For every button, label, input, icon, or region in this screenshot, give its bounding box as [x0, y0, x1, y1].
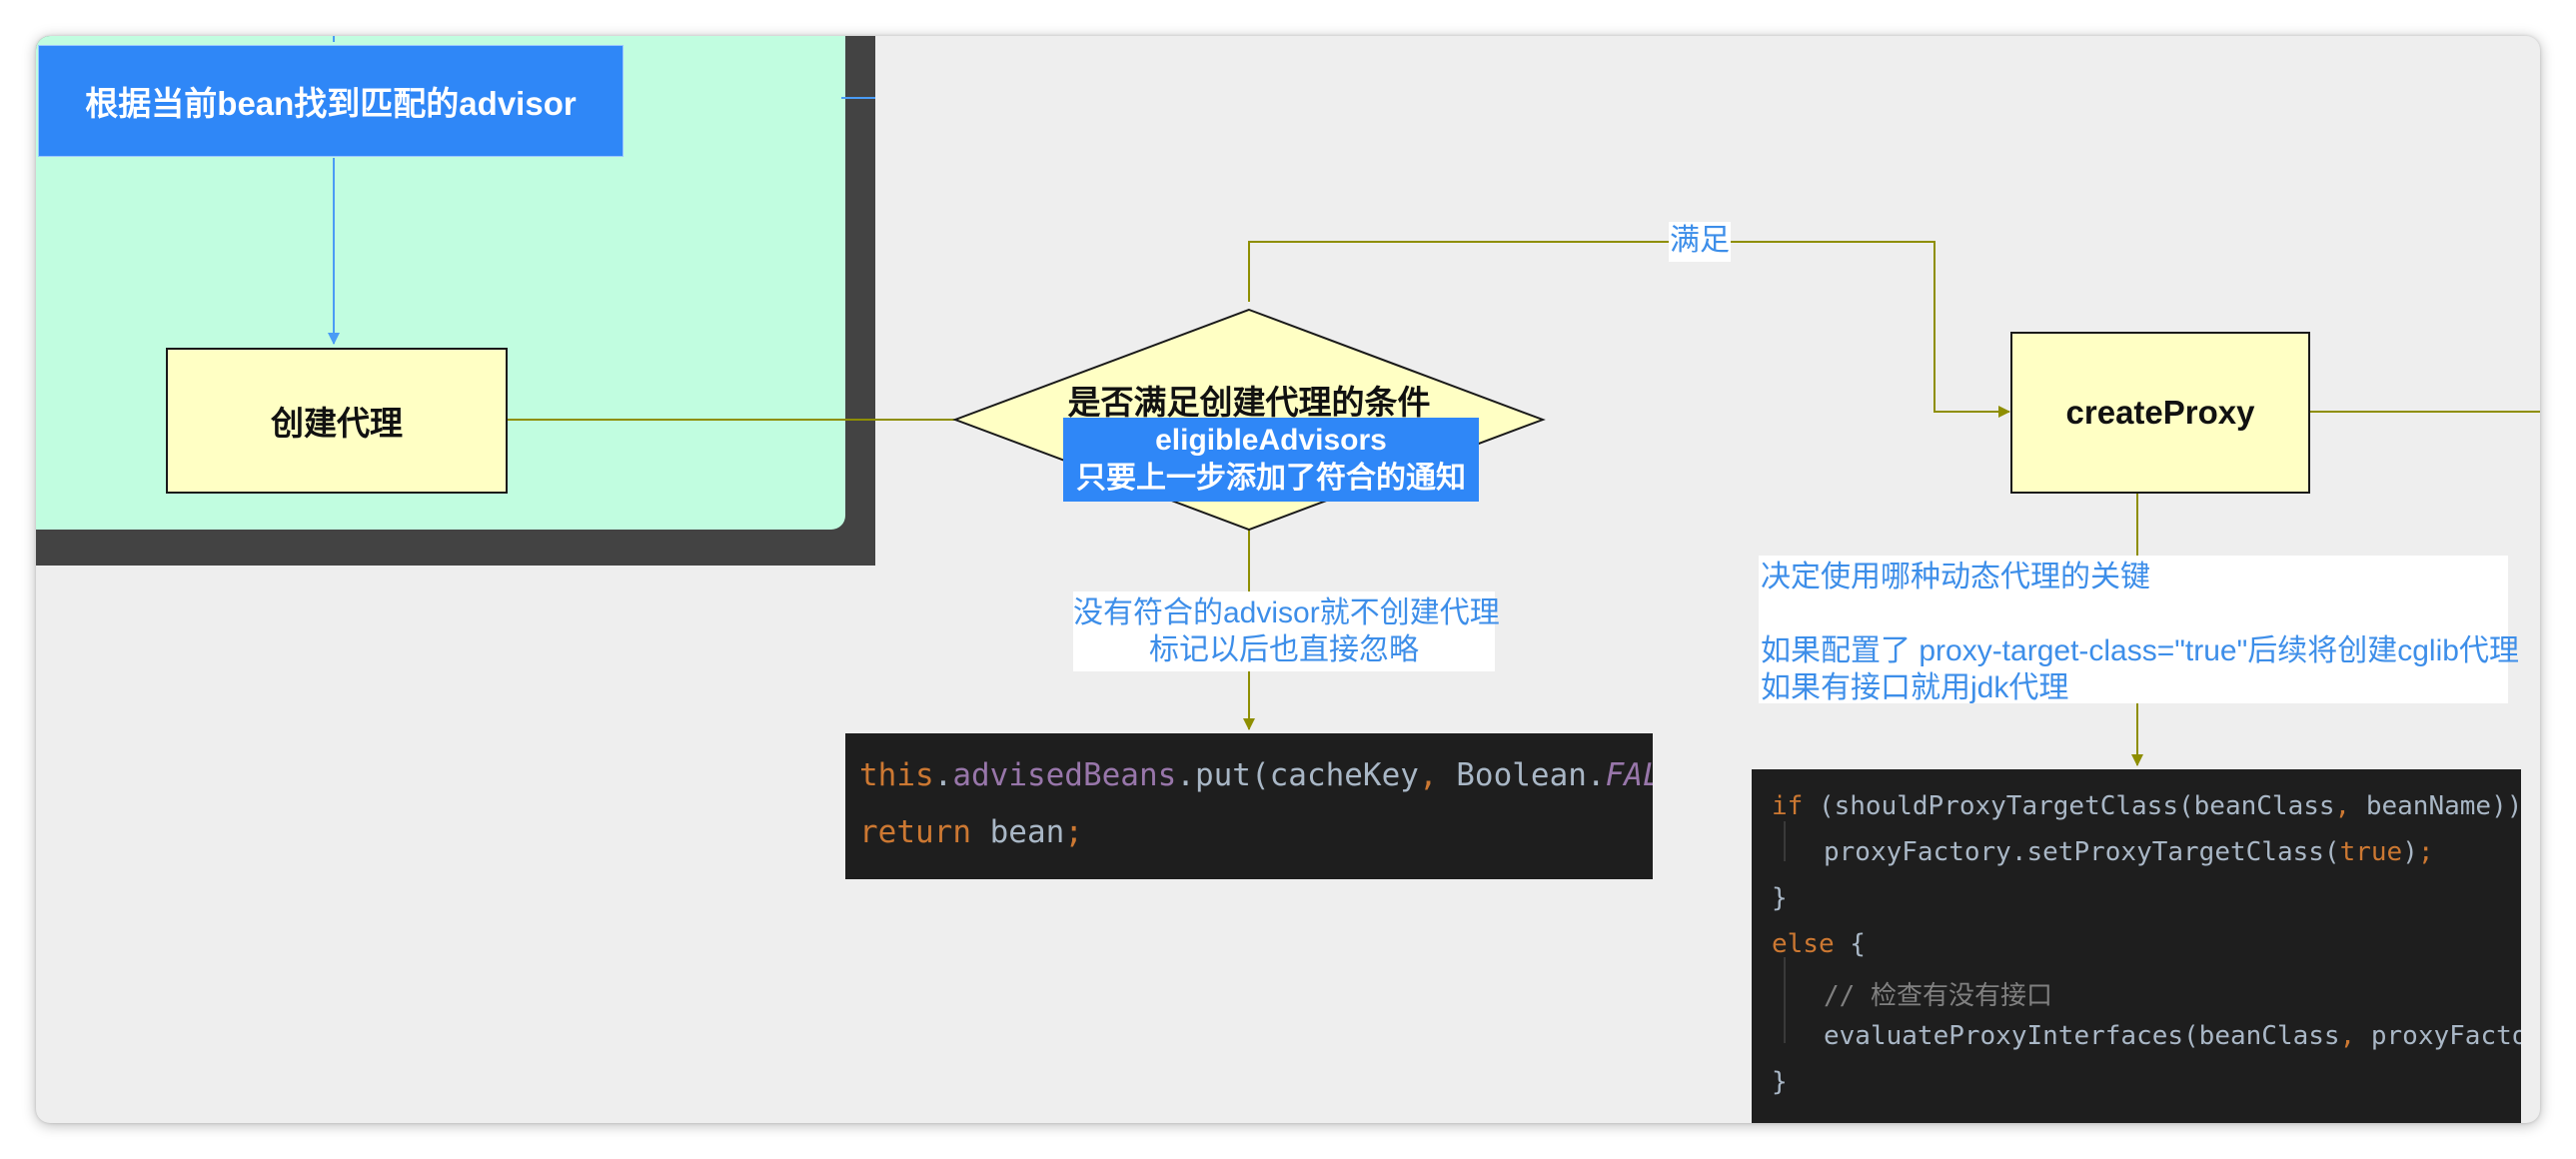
condition-detail-line-1: eligibleAdvisors	[1155, 424, 1387, 457]
code-token: ,	[1418, 757, 1438, 793]
code-token: ,	[2339, 1021, 2356, 1051]
condition-detail-box[interactable]: eligibleAdvisors 只要上一步添加了符合的通知	[1063, 418, 1479, 502]
condition-title-label: 是否满足创建代理的条件	[1067, 384, 1431, 421]
code-line: return bean;	[845, 814, 1653, 850]
not-satisfied-line-2: 标记以后也直接忽略	[1149, 633, 1419, 666]
not-satisfied-label: 没有符合的advisor就不创建代理 标记以后也直接忽略	[1073, 591, 1500, 671]
code-token: Boolean.	[1437, 757, 1606, 793]
indent-guide	[1784, 821, 1786, 861]
code-token: evaluateProxyInterfaces(beanClass	[1824, 1021, 2340, 1051]
code-comment: // 检查有没有接口	[1824, 981, 2052, 1011]
code-token: )	[2402, 837, 2418, 867]
code-token: ,	[2334, 791, 2351, 821]
code-line: this.advisedBeans.put(cacheKey, Boolean.…	[845, 757, 1653, 793]
code-token: this	[859, 757, 934, 793]
create-proxy-step-label: 创建代理	[271, 405, 403, 442]
code-token: else	[1772, 929, 1835, 959]
code-token: (shouldProxyTargetClass(beanClass	[1803, 791, 2335, 821]
code-token: proxyFactory.setProxyTargetClass(	[1824, 837, 2340, 867]
condition-title: 是否满足创建代理的条件	[1049, 376, 1449, 421]
code-line: evaluateProxyInterfaces(beanClass, proxy…	[1752, 1021, 2521, 1051]
proxy-note-line-1: 决定使用哪种动态代理的关键	[1761, 561, 2150, 593]
condition-detail-line-2: 只要上一步添加了符合的通知	[1076, 462, 1466, 495]
find-advisor-label: 根据当前bean找到匹配的advisor	[85, 85, 577, 122]
code-token: true	[2339, 837, 2403, 867]
code-token: proxyFactory)	[2370, 1021, 2521, 1051]
code-token: ;	[1064, 814, 1083, 850]
create-proxy-method-node[interactable]: createProxy	[2010, 332, 2310, 494]
code-token: .	[933, 757, 953, 793]
code-token: }	[1772, 883, 1788, 913]
diagram-canvas: 根据当前bean找到匹配的advisor 创建代理 是否满足创建代理的条件 el…	[36, 36, 2540, 1123]
code-token: ;	[2417, 837, 2434, 867]
create-proxy-step-node[interactable]: 创建代理	[166, 348, 508, 494]
code-line: else {	[1752, 929, 2521, 959]
code-line: if (shouldProxyTargetClass(beanClass, be…	[1752, 791, 2521, 821]
code-token: .put(cacheKey	[1176, 757, 1419, 793]
code-line: }	[1752, 1067, 2521, 1097]
code-token: bean	[970, 814, 1065, 850]
satisfied-label: 满足	[1669, 222, 1731, 262]
code-line: }	[1752, 883, 2521, 913]
code-token: FALSE	[1605, 757, 1653, 793]
code-block-not-proxied: this.advisedBeans.put(cacheKey, Boolean.…	[845, 733, 1653, 879]
code-token: if	[1772, 791, 1804, 821]
connector-satisfied	[1248, 241, 2010, 418]
code-line: // 检查有没有接口	[1752, 975, 2521, 1012]
code-token: beanName)) {	[2365, 791, 2521, 821]
create-proxy-method-label: createProxy	[2065, 394, 2255, 431]
satisfied-label-text: 满足	[1670, 224, 1730, 257]
code-token: {	[1834, 929, 1866, 959]
proxy-note-line-2: 如果配置了 proxy-target-class="true"后续将创建cgli…	[1761, 634, 2519, 667]
proxy-decision-note: 决定使用哪种动态代理的关键 如果配置了 proxy-target-class="…	[1759, 556, 2519, 704]
indent-guide	[1784, 957, 1786, 1043]
code-block-proxy-type: if (shouldProxyTargetClass(beanClass, be…	[1752, 769, 2521, 1123]
code-token: }	[1772, 1067, 1788, 1097]
proxy-note-spacer	[1761, 595, 2508, 632]
find-advisor-node[interactable]: 根据当前bean找到匹配的advisor	[38, 45, 624, 157]
not-satisfied-line-1: 没有符合的advisor就不创建代理	[1073, 596, 1500, 629]
proxy-note-line-3: 如果有接口就用jdk代理	[1761, 671, 2069, 704]
code-token: return	[859, 814, 971, 850]
code-token: advisedBeans	[952, 757, 1177, 793]
code-line: proxyFactory.setProxyTargetClass(true);	[1752, 837, 2521, 867]
